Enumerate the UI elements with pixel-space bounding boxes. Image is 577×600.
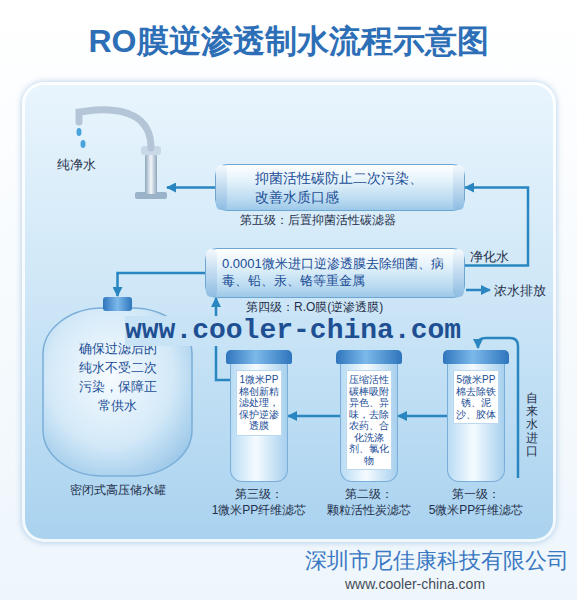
ro-membrane: 0.0001微米进口逆渗透膜去除细菌、病毒、铅、汞、铬等重金属第四级：R.O膜(… [205, 248, 465, 298]
filter-cartridge: 5微米PP棉去除铁锈、泥沙、胶体第一级： 5微米PP纤维滤芯 [447, 350, 505, 482]
faucet-icon [55, 96, 167, 202]
filter-description: 0.0001微米进口逆渗透膜去除细菌、病毒、铅、汞、铬等重金属 [222, 256, 448, 290]
drain-label: 浓水排放 [494, 282, 546, 300]
tank-description: 确保过滤后的纯水不受二次污染，保障正常供水 [78, 340, 158, 415]
cartridge-body: 5微米PP棉去除铁锈、泥沙、胶体 [447, 364, 505, 482]
stage-label: 第三级： 1微米PP纤维滤芯 [199, 486, 319, 518]
watermark: www.cooler-china.com [125, 316, 461, 346]
faucet-spout [79, 110, 151, 148]
cylinder-end [216, 165, 227, 210]
cylinder-end [206, 249, 217, 297]
flow-pipe [398, 415, 447, 418]
water-drop [81, 140, 86, 148]
cartridge-body: 1微米PP棉创新精滤处理，保护逆渗透膜 [230, 364, 288, 482]
website-url: www.cooler-china.com [345, 576, 485, 592]
inlet-label: 自来水进口 [526, 392, 538, 458]
drain-arrow [466, 289, 490, 292]
stage-label: 密闭式高压储水罐 [40, 482, 195, 499]
filter-cartridge: 1微米PP棉创新精滤处理，保护逆渗透膜第三级： 1微米PP纤维滤芯 [230, 350, 288, 482]
flow-pipe [118, 273, 206, 296]
filter-media-text: 1微米PP棉创新精滤处理，保护逆渗透膜 [236, 370, 282, 436]
stage-label: 第五级：后置抑菌活性碳滤器 [240, 212, 396, 229]
cartridge-cap [443, 350, 509, 364]
stage-label: 第四级：R.O膜(逆渗透膜) [246, 299, 383, 316]
company-name: 深圳市尼佳康科技有限公司 [305, 546, 569, 576]
cartridge-body: 压缩活性碳棒吸附异色、异味，去除农药、合化洗涤剂、氯化物 [340, 364, 398, 482]
tank-valve [103, 297, 132, 311]
cartridge-cap [226, 350, 292, 364]
filter-cartridge: 压缩活性碳棒吸附异色、异味，去除农药、合化洗涤剂、氯化物第二级： 颗粒活性炭滤芯 [340, 350, 398, 482]
faucet-column [145, 154, 157, 194]
flow-pipe [465, 188, 528, 266]
pipe-label: 净化水 [470, 248, 509, 266]
stage-label: 第一级： 5微米PP纤维滤芯 [416, 486, 536, 518]
flow-pipe [288, 415, 340, 418]
faucet-node: 纯净水 [55, 96, 167, 202]
post-carbon-filter: 抑菌活性碳防止二次污染、改善水质口感第五级：后置抑菌活性碳滤器 [215, 164, 465, 211]
filter-description: 抑菌活性碳防止二次污染、改善水质口感 [255, 169, 425, 205]
cylinder-end [453, 249, 464, 297]
filter-media-text: 压缩活性碳棒吸附异色、异味，去除农药、合化洗涤剂、氯化物 [346, 370, 392, 470]
filter-media-text: 5微米PP棉去除铁锈、泥沙、胶体 [453, 370, 499, 424]
diagram-title: RO膜逆渗透制水流程示意图 [0, 20, 577, 64]
flow-pipe [167, 186, 215, 189]
cartridge-cap [336, 350, 402, 364]
cylinder-end [453, 165, 464, 210]
outlet-label: 纯净水 [57, 156, 96, 174]
stage-label: 第二级： 颗粒活性炭滤芯 [309, 486, 429, 518]
water-drop [77, 128, 82, 136]
